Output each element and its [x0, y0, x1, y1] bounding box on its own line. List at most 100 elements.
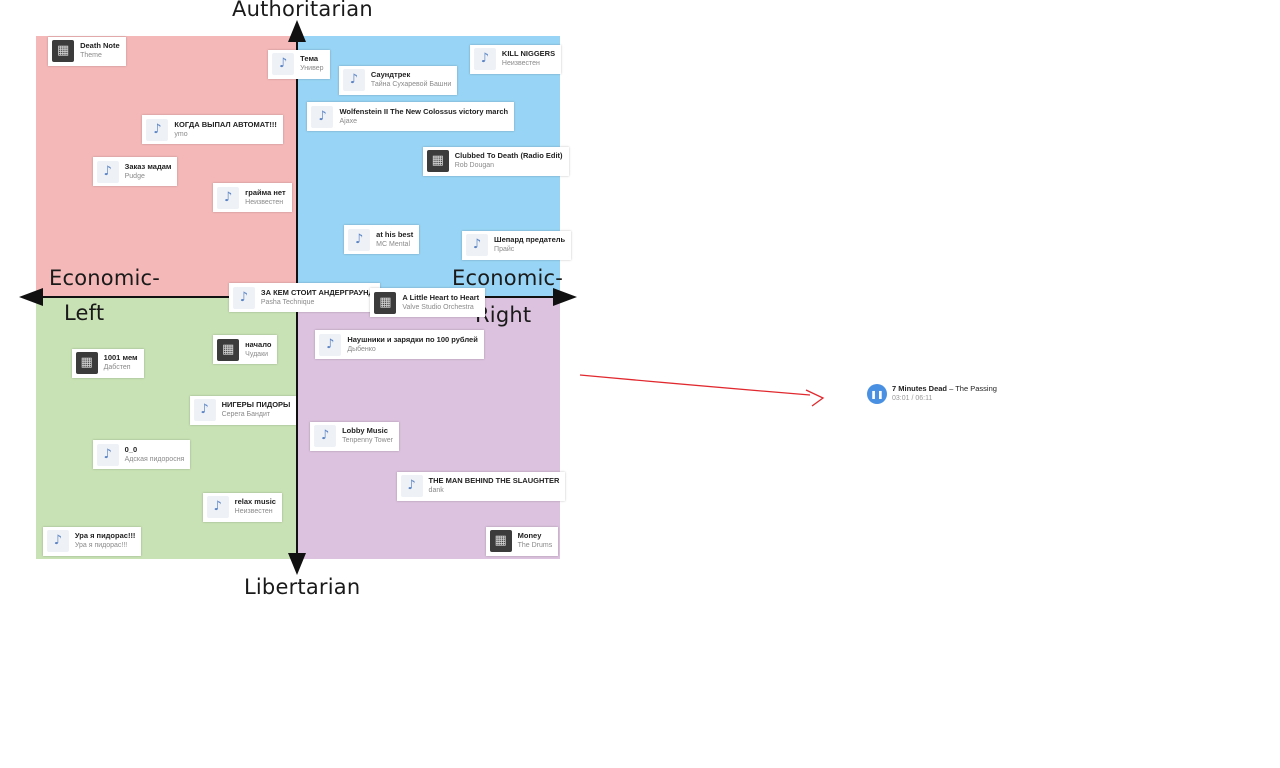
player-separator: – [947, 384, 956, 393]
axis-label-right-line1: Economic- [452, 266, 564, 290]
music-note-icon: ♪ [193, 399, 216, 422]
music-note-icon: ♪ [272, 53, 295, 76]
track-artist: Неизвестен [245, 198, 284, 206]
track-artist: MC Mental [376, 240, 410, 248]
track-artist: Pasha Technique [260, 298, 315, 306]
track-artist: Неизвестен [501, 60, 540, 68]
pause-button[interactable]: ❚❚ [867, 384, 887, 404]
player-time: 03:01 / 06:11 [892, 395, 933, 402]
track-meta: Ура я пидорас!!!Ура я пидорас!!! [75, 531, 136, 551]
track-title: Wolfenstein II The New Colossus victory … [339, 106, 509, 116]
album-cover-icon: ▦ [426, 150, 449, 173]
track-card[interactable]: ♪ Ура я пидорас!!!Ура я пидорас!!! [42, 526, 142, 556]
music-note-icon: ♪ [400, 475, 423, 498]
track-artist: Ajaxe [339, 117, 357, 125]
track-title: 0_0 [124, 444, 138, 454]
track-title: at his best [376, 229, 414, 239]
track-title: грайма нет [245, 187, 286, 197]
pause-icon: ❚❚ [870, 389, 884, 399]
arrowhead-left [19, 288, 43, 306]
pointer-arrow [579, 374, 825, 407]
arrowhead-right [553, 288, 577, 306]
arrowhead-down [288, 553, 306, 575]
track-artist: Pudge [124, 172, 145, 180]
player-artist: The Passing [955, 384, 997, 393]
album-cover-icon: ▦ [52, 40, 75, 63]
music-note-icon: ♪ [46, 530, 69, 553]
album-cover-icon: ▦ [374, 291, 397, 314]
track-artist: Чудаки [245, 350, 269, 358]
track-artist: Неизвестен [234, 508, 273, 516]
album-cover-icon: ▦ [75, 352, 98, 374]
track-artist: Дабстеп [103, 364, 131, 371]
music-note-icon: ♪ [311, 105, 334, 128]
track-artist: Rob Dougan [454, 162, 495, 170]
track-artist: Дыбенко [347, 345, 376, 353]
music-note-icon: ♪ [314, 425, 337, 448]
track-card[interactable]: ▦Clubbed To Death (Radio Edit)Rob Dougan [422, 146, 569, 176]
arrowhead-up [288, 20, 306, 42]
track-artist: Тайна Сухаревой Башни [370, 81, 452, 89]
music-note-icon: ♪ [342, 69, 365, 92]
track-title: начало [245, 339, 272, 349]
music-note-icon: ♪ [319, 333, 342, 356]
axis-label-bottom: Libertarian [244, 575, 361, 599]
track-artist: The Drums [517, 542, 553, 550]
track-artist: Прайс [494, 246, 515, 254]
track-artist: Ура я пидорас!!! [74, 542, 128, 550]
track-title: Шепард предатель [494, 235, 566, 245]
music-note-icon: ♪ [146, 118, 169, 141]
track-title: Наушники и зарядки по 100 рублей [347, 334, 478, 344]
audio-player: ❚❚ 7 Minutes Dead – The Passing 03:01 / … [867, 384, 997, 404]
track-title: Lobby Music [342, 426, 388, 436]
track-card[interactable]: ♪КОГДА ВЫПАЛ АВТОМАТ!!!ymo [142, 115, 283, 145]
track-title: THE MAN BEHIND THE SLAUGHTER [428, 476, 560, 486]
track-title: KILL NIGGERS [501, 49, 556, 59]
track-artist: Адская пидоросня [124, 455, 185, 463]
track-title: Money [517, 531, 542, 541]
track-title: relax music [234, 497, 276, 507]
track-title: A Little Heart to Heart [402, 292, 480, 302]
track-meta: Wolfenstein II The New Colossus victory … [339, 107, 508, 127]
album-cover-icon: ▦ [489, 530, 512, 553]
track-artist: ymo [174, 130, 188, 138]
track-artist: dank [428, 487, 444, 495]
track-card[interactable]: ♪ Wolfenstein II The New Colossus victory… [307, 102, 515, 132]
music-note-icon: ♪ [232, 286, 255, 309]
track-meta: КОГДА ВЫПАЛ АВТОМАТ!!!ymo [174, 120, 276, 140]
track-title: НИГЕРЫ ПИДОРЫ [221, 400, 291, 410]
music-note-icon: ♪ [466, 234, 489, 257]
music-note-icon: ♪ [206, 496, 229, 519]
